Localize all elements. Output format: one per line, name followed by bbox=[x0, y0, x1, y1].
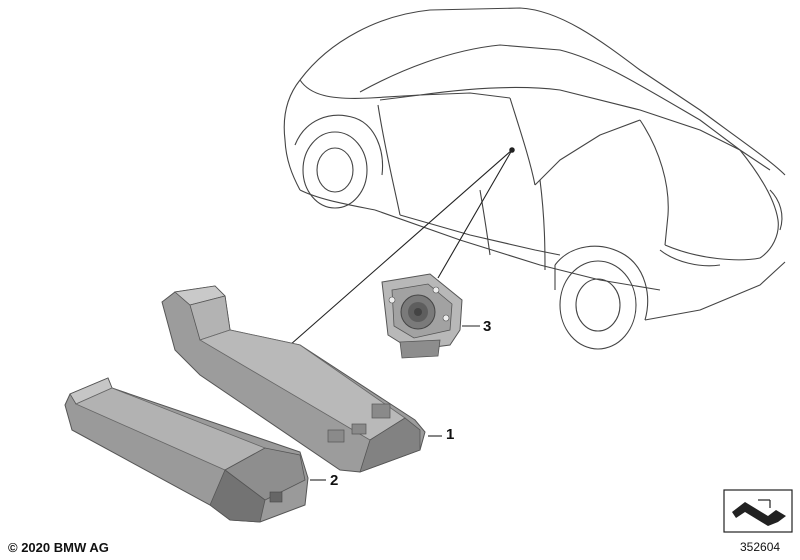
callout-2: 2 bbox=[330, 472, 339, 489]
rear-wheel bbox=[559, 260, 637, 350]
copyright-text: © 2020 BMW AG bbox=[8, 540, 109, 555]
vehicle-outline bbox=[283, 7, 786, 350]
leader-lines bbox=[289, 147, 515, 346]
drawing-number: 352604 bbox=[740, 540, 781, 554]
front-wheel bbox=[302, 131, 368, 209]
part-2-cover bbox=[64, 377, 326, 523]
callout-1: 1 bbox=[446, 426, 455, 443]
part-3-bracket bbox=[381, 273, 480, 359]
callout-3: 3 bbox=[483, 318, 492, 335]
part-1-tray bbox=[161, 285, 442, 473]
nav-symbol-icon bbox=[723, 489, 793, 533]
